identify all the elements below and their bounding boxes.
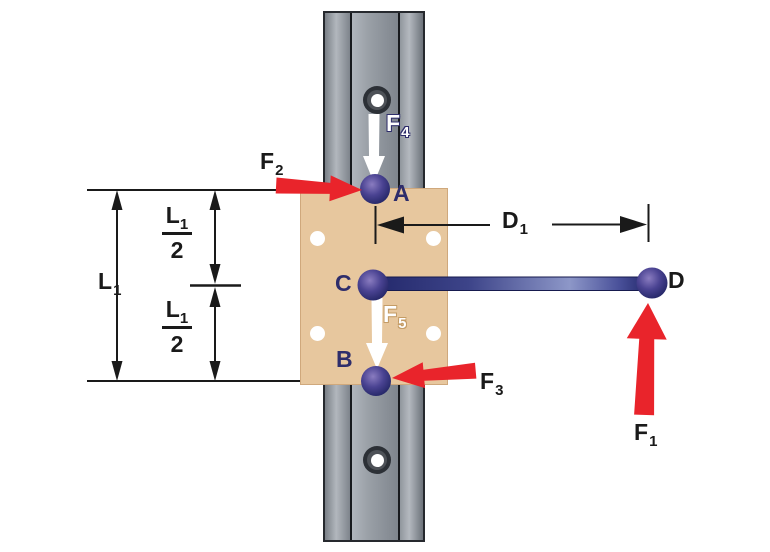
joint-ball-d: [636, 267, 668, 299]
rail-hole-top-center: [370, 93, 384, 107]
l1-half-upper-numerator-sub: 1: [179, 216, 189, 233]
dimension-label-d1: D1: [502, 207, 528, 238]
force-label-f5-base: F: [383, 301, 398, 327]
plate-hole-top-right: [425, 230, 441, 246]
point-label-d-text: D: [668, 267, 685, 293]
l1-half-upper-numerator-base: L: [165, 202, 180, 228]
point-label-c: C: [335, 272, 352, 295]
point-label-c-text: C: [335, 270, 352, 296]
point-label-a-text: A: [393, 180, 410, 206]
force-arrow-f4: [363, 114, 385, 183]
force-label-f3: F3: [480, 368, 503, 399]
l1-arrowhead-up: [111, 190, 123, 210]
rail-hole-bottom-center: [370, 453, 384, 467]
rail-hole-bottom: [363, 446, 391, 474]
rod-cd: [372, 276, 647, 291]
dimension-label-d1-base: D: [502, 207, 519, 233]
force-label-f4: F4: [386, 110, 409, 141]
l1-half-top-arrowhead-up: [209, 190, 221, 210]
l1-half-lower-denominator: 2: [170, 331, 184, 358]
force-label-f2-base: F: [260, 148, 275, 174]
l1-half-upper-fraction-bar: [162, 232, 192, 236]
force-label-f3-base: F: [480, 368, 495, 394]
joint-ball-a: [360, 174, 390, 204]
l1-half-upper-denominator: 2: [170, 237, 184, 264]
l1-half-lower-numerator: L1: [152, 296, 202, 326]
dimension-label-l1-sub: 1: [113, 282, 122, 299]
force-label-f1: F1: [634, 419, 657, 450]
l1-half-bottom-arrowhead-down: [209, 361, 221, 381]
l1-half-bottom-arrowhead-up: [209, 287, 221, 307]
force-label-f4-sub: 4: [401, 124, 410, 141]
dimension-label-l1-half-lower: L1 2: [152, 296, 202, 358]
l1-half-lower-fraction-bar: [162, 326, 192, 330]
force-label-f1-base: F: [634, 419, 649, 445]
force-arrow-f2: [275, 175, 362, 202]
force-arrow-f3: [392, 362, 477, 389]
rail-hole-top: [363, 86, 391, 114]
point-label-b-text: B: [336, 346, 353, 372]
force-label-f1-sub: 1: [649, 433, 658, 450]
l1-half-lower-numerator-sub: 1: [179, 310, 189, 327]
l1-half-top-arrowhead-down: [209, 264, 221, 284]
force-arrow-f5: [366, 298, 388, 369]
plate-hole-bottom-left: [309, 325, 325, 341]
dimension-label-l1-base: L: [98, 268, 113, 294]
l1-half-lower-numerator-base: L: [165, 296, 180, 322]
force-label-f3-sub: 3: [495, 382, 504, 399]
joint-ball-c: [357, 269, 389, 301]
force-label-f5: F5: [383, 301, 406, 332]
force-label-f4-base: F: [386, 110, 401, 136]
dimension-label-l1: L1: [98, 268, 121, 299]
plate-hole-bottom-right: [425, 325, 441, 341]
force-arrow-f1: [626, 303, 667, 416]
d1-arrowhead-right: [620, 216, 647, 233]
force-label-f5-sub: 5: [398, 315, 407, 332]
point-label-a: A: [393, 182, 410, 205]
force-label-f2: F2: [260, 148, 283, 179]
l1-half-upper-numerator: L1: [152, 202, 202, 232]
point-label-d: D: [668, 269, 685, 292]
d1-arrowhead-left: [377, 216, 404, 234]
l1-arrowhead-down: [111, 361, 123, 381]
dimension-label-d1-sub: 1: [519, 221, 528, 238]
plate-hole-top-left: [309, 230, 325, 246]
point-label-b: B: [336, 348, 353, 371]
force-label-f2-sub: 2: [275, 162, 284, 179]
dimension-label-l1-half-upper: L1 2: [152, 202, 202, 264]
joint-ball-b: [361, 366, 391, 396]
